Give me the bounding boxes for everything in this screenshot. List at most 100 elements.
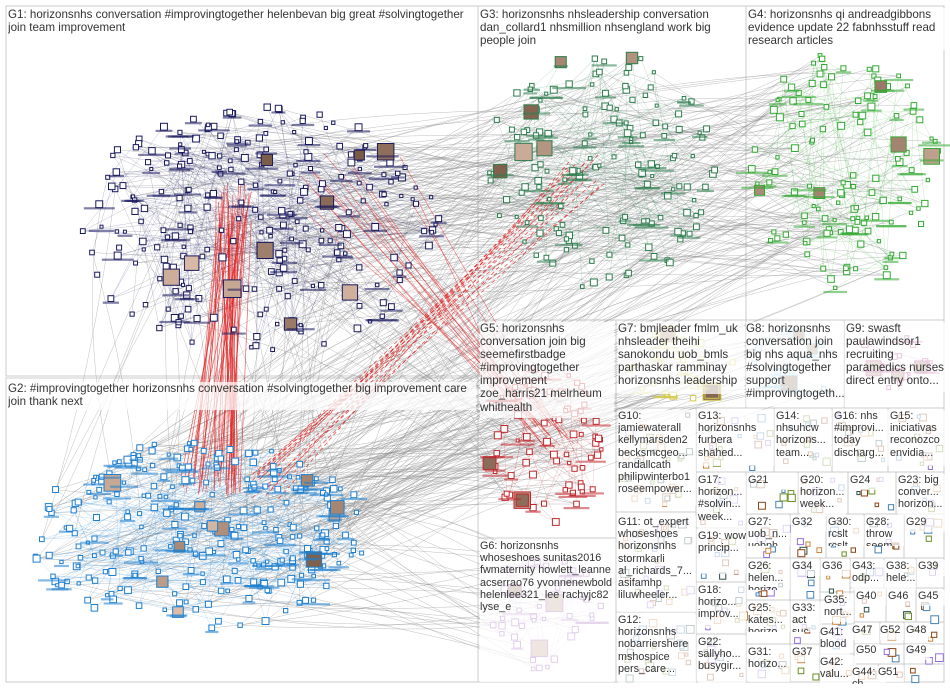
group-label-g16: G16: nhs #improvi... today discharg... [834, 410, 890, 466]
vertex [174, 454, 181, 461]
vertex-label [576, 461, 606, 463]
vertex [829, 74, 835, 80]
vertex-label [327, 519, 342, 521]
vertex-label [618, 145, 644, 147]
vertex [651, 175, 654, 178]
vertex-label [892, 165, 908, 167]
vertex [304, 150, 308, 154]
vertex [188, 568, 194, 574]
vertex [185, 306, 191, 312]
vertex-label [118, 235, 133, 237]
vertex [318, 186, 324, 192]
vertex [912, 187, 918, 193]
vertex-label [697, 190, 714, 192]
vertex [262, 521, 266, 525]
vertex [364, 144, 368, 148]
vertex [250, 459, 257, 466]
vertex-label [247, 188, 263, 190]
vertex [190, 478, 195, 483]
vertex [554, 458, 560, 464]
vertex [560, 223, 565, 228]
vertex [140, 238, 147, 245]
vertex [348, 152, 353, 157]
vertex-label [227, 145, 247, 147]
vertex [139, 556, 143, 560]
vertex [880, 197, 886, 203]
vertex-label [180, 298, 194, 300]
vertex [143, 303, 147, 307]
vertex [865, 228, 871, 234]
avatar-vertex [524, 105, 538, 119]
vertex [177, 600, 183, 606]
vertex [856, 98, 861, 103]
vertex [781, 76, 787, 82]
vertex [597, 69, 603, 75]
vertex [822, 65, 827, 70]
vertex-label [291, 488, 323, 490]
vertex [829, 589, 833, 593]
vertex-label [794, 226, 816, 228]
vertex [321, 533, 325, 537]
vertex-label [555, 244, 582, 246]
vertex [184, 600, 188, 604]
vertex [675, 228, 681, 234]
vertex [246, 450, 252, 456]
vertex [579, 432, 583, 436]
vertex [590, 487, 595, 492]
vertex-label [156, 130, 173, 132]
vertex [396, 171, 400, 175]
vertex [253, 183, 257, 187]
vertex [790, 123, 795, 128]
vertex [798, 550, 805, 557]
vertex [76, 564, 80, 568]
group-label-g31: G31: horizo... [748, 646, 790, 682]
vertex [156, 569, 160, 573]
vertex [662, 134, 667, 139]
vertex [889, 220, 893, 224]
vertex [589, 133, 592, 136]
vertex [293, 131, 296, 134]
vertex [228, 159, 232, 163]
edge [805, 120, 920, 216]
vertex [712, 167, 718, 173]
vertex-label [301, 172, 321, 174]
vertex [266, 560, 269, 563]
vertex [287, 171, 292, 176]
vertex-label [348, 172, 372, 174]
vertex-label [109, 555, 123, 557]
vertex [92, 578, 97, 583]
vertex [430, 230, 434, 234]
vertex [142, 248, 145, 251]
vertex [851, 173, 856, 178]
vertex-label [784, 90, 800, 92]
vertex-label [115, 467, 141, 469]
vertex [270, 464, 276, 470]
vertex [281, 121, 284, 124]
vertex [317, 112, 322, 117]
vertex-label [657, 396, 676, 398]
vertex-label [265, 565, 297, 567]
vertex [872, 214, 878, 220]
group-label-g14: G14: nhsuhcw horizons... team... [776, 410, 832, 466]
vertex [382, 173, 386, 177]
vertex [776, 99, 779, 102]
vertex-label [485, 470, 506, 472]
vertex-label [124, 200, 140, 202]
vertex-label [291, 124, 314, 126]
vertex [788, 84, 794, 90]
vertex [813, 674, 819, 680]
vertex [436, 216, 442, 222]
vertex-label [162, 508, 190, 510]
vertex [216, 618, 222, 624]
vertex [305, 546, 311, 552]
vertex [204, 204, 210, 210]
vertex [898, 197, 902, 201]
vertex [122, 481, 125, 484]
vertex [607, 252, 612, 257]
vertex [264, 147, 269, 152]
edge [912, 111, 914, 170]
vertex-label [59, 531, 73, 533]
vertex [351, 492, 357, 498]
vertex-label [89, 230, 114, 232]
vertex [574, 501, 580, 507]
